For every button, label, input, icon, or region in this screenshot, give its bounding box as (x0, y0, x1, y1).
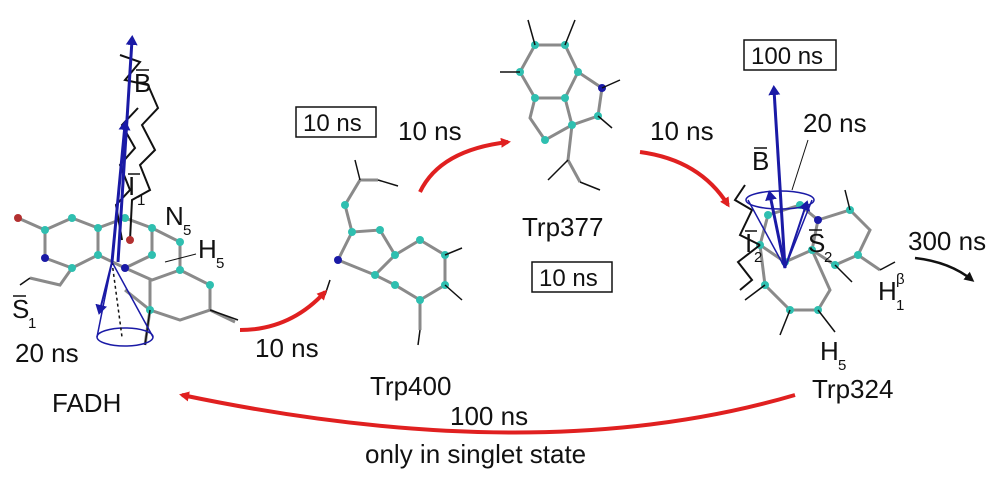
i2-label: I (745, 228, 752, 258)
time-trp324-to-fadh: 100 ns (450, 401, 528, 431)
trp377-name: Trp377 (522, 212, 603, 242)
arrow-trp377-to-trp324 (639, 150, 730, 208)
arrow-trp400-to-trp377 (418, 137, 511, 193)
time-fadh-to-trp400: 10 ns (255, 333, 319, 363)
trp400-name: Trp400 (370, 371, 451, 401)
s1-precession-time: 20 ns (15, 338, 79, 368)
trp324-h1-superscript: β (896, 271, 905, 288)
b-label-left: B (134, 68, 151, 98)
fadh-atoms (14, 214, 214, 314)
fadh-n5-subscript: 5 (183, 222, 191, 239)
s2-precession-pointer (791, 139, 809, 191)
trp400-h-arrows (324, 159, 463, 346)
i1-label: I (128, 171, 135, 201)
box-trp400-time: 10 ns (303, 110, 362, 137)
b-label-right: B (752, 146, 769, 176)
trp377-molecule (518, 43, 604, 183)
s2-vector (784, 200, 811, 269)
singlet-note: only in singlet state (365, 439, 586, 469)
trp324-h5-label: H (820, 336, 839, 366)
s1-subscript: 1 (28, 315, 36, 332)
i2-subscript: 2 (754, 249, 762, 266)
fadh-name: FADH (52, 388, 121, 418)
s2-subscript: 2 (824, 249, 832, 266)
s1-vector (95, 261, 113, 315)
fadh-n5-label: N (165, 201, 184, 231)
box-trp324-frame (743, 39, 837, 71)
trp324-chain (733, 184, 761, 291)
s1-label: S (12, 294, 29, 324)
trp324-h1-label: H (878, 276, 897, 306)
i1-vector (110, 120, 131, 263)
arrow-fadh-to-trp400 (239, 289, 328, 332)
box-trp377-time: 10 ns (539, 265, 598, 292)
trp324-h5-subscript: 5 (838, 357, 846, 374)
fadh-h5-pointer (164, 253, 197, 263)
time-trp377-to-trp324: 10 ns (650, 116, 714, 146)
i1-subscript: 1 (137, 192, 145, 209)
box-trp377-frame (531, 261, 613, 293)
trp324-name: Trp324 (812, 374, 893, 404)
b-vector-left (116, 35, 138, 263)
box-trp324-time: 100 ns (751, 43, 823, 70)
trp377-h-arrows (500, 19, 621, 191)
s2-precession-time: 20 ns (803, 108, 867, 138)
trp324-h-arrows (744, 189, 896, 336)
trp377-atoms (516, 41, 606, 144)
box-trp400-frame (295, 106, 377, 138)
time-trp324-decay: 300 ns (908, 226, 986, 256)
s2-label: S (808, 228, 825, 258)
fadh-h5-label: H (198, 234, 217, 264)
trp400-atoms (334, 201, 449, 304)
b-vector-right (768, 85, 787, 269)
arrow-trp324-to-fadh (179, 391, 796, 435)
time-trp400-to-trp377: 10 ns (398, 116, 462, 146)
i2-vector (765, 190, 787, 269)
arrow-trp324-decay (914, 256, 975, 282)
fadh-h5-subscript: 5 (216, 255, 224, 272)
trp324-h1-subscript: 1 (896, 297, 904, 314)
